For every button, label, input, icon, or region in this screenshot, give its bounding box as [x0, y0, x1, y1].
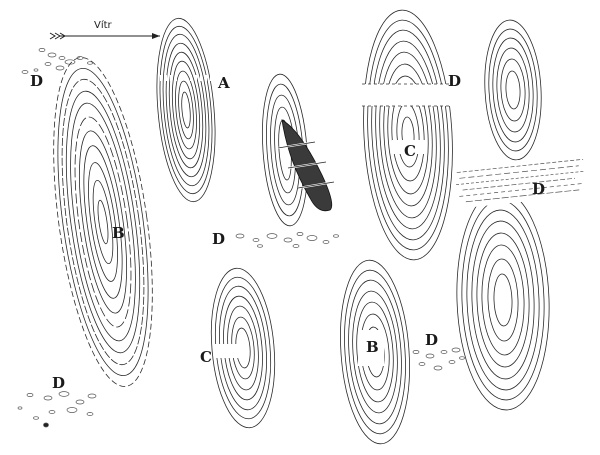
pebbles-top-left — [21, 48, 93, 74]
rock-b-gap — [358, 330, 384, 366]
pebbles-middle — [235, 232, 339, 248]
rock-top-right — [484, 19, 542, 161]
label-b-bottom: B — [366, 338, 379, 356]
wind-label: Vítr — [94, 19, 113, 31]
rock-b-bottom — [340, 259, 410, 445]
rock-bottom-right — [456, 189, 550, 411]
label-d-top-left: D — [30, 72, 43, 90]
pebbles-bottom-right — [412, 347, 465, 371]
rock-c-right — [363, 9, 453, 261]
label-c-bottom: C — [200, 348, 212, 366]
label-b-large: B — [112, 224, 125, 242]
label-c-right: C — [404, 142, 416, 160]
rock-a — [156, 17, 216, 203]
rock-c-right-band — [362, 84, 454, 106]
label-d-bottom-left: D — [52, 374, 65, 392]
rock-c-gap — [214, 344, 248, 358]
rock-b-large — [53, 57, 153, 387]
label-d-top-right: D — [448, 72, 461, 90]
pebbles-bottom-left — [17, 391, 97, 428]
label-d-middle: D — [212, 230, 225, 248]
label-a: A — [217, 74, 230, 92]
label-d-bottom-right: D — [425, 331, 438, 349]
label-d-band: D — [532, 180, 545, 198]
debris-band — [454, 153, 588, 209]
wind-arrow — [49, 32, 160, 40]
